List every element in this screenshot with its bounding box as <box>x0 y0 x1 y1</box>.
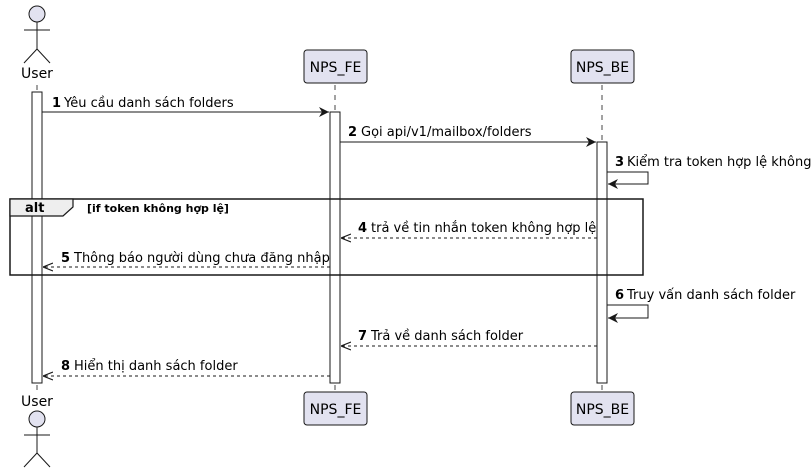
message-5: 5 Thông báo người dùng chưa đăng nhập <box>43 251 330 267</box>
message-number: 6 <box>615 288 624 303</box>
participant-be-label: NPS_BE <box>576 60 629 76</box>
message-number: 8 <box>61 359 70 374</box>
message-7: 7 Trả về danh sách folder <box>341 329 597 346</box>
message-number: 7 <box>358 329 367 344</box>
participant-fe-label: NPS_FE <box>310 60 362 76</box>
participant-be-top: NPS_BE <box>570 49 635 84</box>
message-label: Thông báo người dùng chưa đăng nhập <box>73 251 330 266</box>
participant-user-label: User <box>21 394 53 410</box>
message-number: 2 <box>348 125 357 140</box>
message-3: 3 Kiểm tra token hợp lệ không <box>607 155 812 189</box>
message-label: Hiển thị danh sách folder <box>74 359 238 374</box>
message-8: 8 Hiển thị danh sách folder <box>43 359 330 376</box>
actor-head-icon <box>28 410 46 428</box>
message-6: 6 Truy vấn danh sách folder <box>607 288 796 323</box>
actor-user-bottom: User <box>21 394 53 468</box>
message-1: 1 Yêu cầu danh sách folders <box>42 96 329 117</box>
message-number: 5 <box>61 251 70 266</box>
message-4: 4 trả về tin nhắn token không hợp lệ <box>341 221 597 238</box>
message-label: Kiểm tra token hợp lệ không <box>627 155 812 170</box>
activation-fe <box>329 111 341 384</box>
activation-user <box>31 91 43 384</box>
message-number: 1 <box>52 96 61 111</box>
message-number: 3 <box>615 155 624 170</box>
message-2: 2 Gọi api/v1/mailbox/folders <box>340 125 596 147</box>
participant-fe-bottom: NPS_FE <box>303 391 368 426</box>
alt-condition: [if token không hợp lệ] <box>87 202 229 215</box>
message-number: 4 <box>358 221 367 236</box>
alt-keyword: alt <box>25 201 44 216</box>
participant-user-label: User <box>21 66 53 82</box>
participant-be-bottom: NPS_BE <box>570 391 635 426</box>
message-label: Yêu cầu danh sách folders <box>63 96 234 111</box>
participant-fe-top: NPS_FE <box>303 49 368 84</box>
participant-fe-label: NPS_FE <box>310 402 362 418</box>
participant-be-label: NPS_BE <box>576 402 629 418</box>
activation-be <box>596 141 608 384</box>
message-label: trả về tin nhắn token không hợp lệ <box>371 221 596 236</box>
actor-user-top: User <box>21 5 53 82</box>
actor-head-icon <box>28 5 46 23</box>
message-label: Gọi api/v1/mailbox/folders <box>361 125 532 140</box>
message-label: Truy vấn danh sách folder <box>626 288 796 303</box>
alt-frame: alt [if token không hợp lệ] <box>9 198 644 276</box>
message-label: Trả về danh sách folder <box>370 329 524 344</box>
